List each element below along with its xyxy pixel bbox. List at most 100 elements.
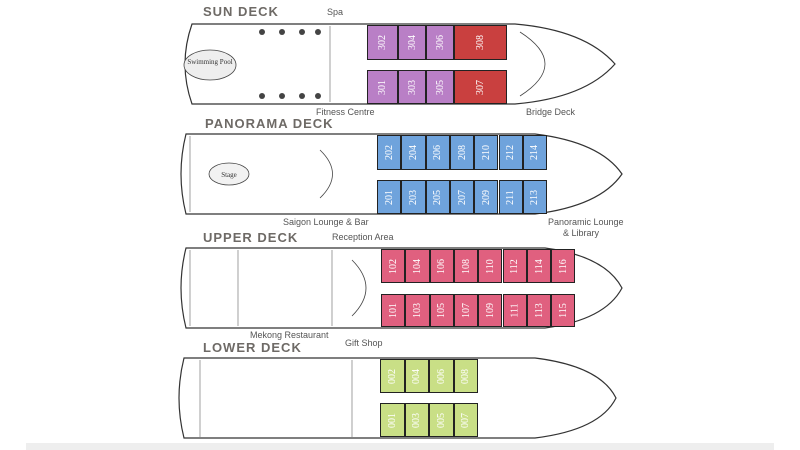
cabin-number: 003 xyxy=(411,412,423,428)
cabin-number: 306 xyxy=(434,35,446,50)
cabin-104[interactable]: 104 xyxy=(405,249,430,283)
cabin-109[interactable]: 109 xyxy=(478,294,503,327)
cabin-205[interactable]: 205 xyxy=(425,180,450,214)
cabin-number: 214 xyxy=(529,145,541,160)
cabin-110[interactable]: 110 xyxy=(478,249,503,283)
cabin-202[interactable]: 202 xyxy=(377,135,402,170)
cabin-206[interactable]: 206 xyxy=(425,135,450,170)
cabin-208[interactable]: 208 xyxy=(449,135,475,170)
cabin-211[interactable]: 211 xyxy=(498,180,523,214)
cabin-number: 101 xyxy=(387,303,399,318)
cabin-214[interactable]: 214 xyxy=(522,135,548,170)
cabin-number: 110 xyxy=(484,258,496,274)
cabin-number: 209 xyxy=(480,189,492,205)
cabin-number: 106 xyxy=(436,258,448,274)
cabin-107[interactable]: 107 xyxy=(453,294,479,327)
cabin-212[interactable]: 212 xyxy=(498,135,523,170)
cabin-number: 004 xyxy=(411,368,423,384)
cabin-204[interactable]: 204 xyxy=(401,135,426,170)
cabin-number: 114 xyxy=(533,258,545,274)
cabin-102[interactable]: 102 xyxy=(381,249,406,283)
cabin-115[interactable]: 115 xyxy=(551,294,576,327)
cabin-006[interactable]: 006 xyxy=(429,359,454,393)
label-gift-shop: Gift Shop xyxy=(345,338,383,348)
cabin-114[interactable]: 114 xyxy=(526,249,552,283)
cabin-001[interactable]: 001 xyxy=(380,403,405,437)
cabin-number: 206 xyxy=(432,145,444,160)
cabin-305[interactable]: 305 xyxy=(426,70,454,104)
cabin-101[interactable]: 101 xyxy=(381,294,406,327)
cabin-209[interactable]: 209 xyxy=(474,180,499,214)
label-fitness-centre: Fitness Centre xyxy=(316,107,375,117)
cabin-111[interactable]: 111 xyxy=(502,294,527,327)
cabin-213[interactable]: 213 xyxy=(522,180,548,214)
cabin-008[interactable]: 008 xyxy=(453,359,478,393)
cabin-307[interactable]: 307 xyxy=(454,70,507,104)
cabin-301[interactable]: 301 xyxy=(367,70,398,104)
label-panoramic-lounge: Panoramic Lounge xyxy=(548,217,624,227)
cabin-number: 116 xyxy=(557,258,569,274)
cabin-201[interactable]: 201 xyxy=(377,180,402,214)
cabin-number: 301 xyxy=(377,79,388,95)
cabin-number: 001 xyxy=(386,412,398,428)
sun-deck-title: SUN DECK xyxy=(203,4,279,19)
cabin-number: 109 xyxy=(484,303,496,318)
cabin-203[interactable]: 203 xyxy=(401,180,426,214)
stage-label: Stage xyxy=(221,171,237,179)
cabin-306[interactable]: 306 xyxy=(426,25,454,60)
cabin-number: 113 xyxy=(533,303,545,318)
cabin-number: 208 xyxy=(456,145,468,160)
cabin-number: 104 xyxy=(411,258,423,274)
cabin-105[interactable]: 105 xyxy=(429,294,454,327)
cabin-number: 203 xyxy=(407,189,419,205)
cabin-002[interactable]: 002 xyxy=(380,359,405,393)
cabin-number: 107 xyxy=(460,303,472,318)
cabin-number: 002 xyxy=(386,368,398,384)
cabin-number: 211 xyxy=(505,189,517,205)
cabin-302[interactable]: 302 xyxy=(367,25,398,60)
label-library: & Library xyxy=(563,228,600,238)
cabin-106[interactable]: 106 xyxy=(429,249,454,283)
cabin-number: 307 xyxy=(475,79,486,95)
cabin-108[interactable]: 108 xyxy=(453,249,479,283)
cabin-113[interactable]: 113 xyxy=(526,294,552,327)
cabin-number: 102 xyxy=(387,258,399,274)
cabin-103[interactable]: 103 xyxy=(405,294,430,327)
cabin-number: 302 xyxy=(377,35,388,50)
cabin-116[interactable]: 116 xyxy=(551,249,576,283)
cabin-004[interactable]: 004 xyxy=(404,359,429,393)
cabin-210[interactable]: 210 xyxy=(474,135,499,170)
cabin-304[interactable]: 304 xyxy=(398,25,426,60)
cabin-number: 205 xyxy=(432,189,444,205)
label-spa: Spa xyxy=(327,7,344,17)
cabin-number: 304 xyxy=(406,35,418,50)
cabin-112[interactable]: 112 xyxy=(502,249,527,283)
cabin-number: 202 xyxy=(383,145,395,160)
upper-deck-title: UPPER DECK xyxy=(203,230,299,245)
label-mekong-restaurant: Mekong Restaurant xyxy=(250,330,329,340)
cabin-007[interactable]: 007 xyxy=(453,403,478,437)
swimming-pool xyxy=(183,49,237,81)
cabin-number: 212 xyxy=(505,145,517,160)
cabin-303[interactable]: 303 xyxy=(398,70,426,104)
cabin-number: 112 xyxy=(509,258,521,274)
cabin-number: 008 xyxy=(460,368,472,384)
label-reception-area: Reception Area xyxy=(332,232,394,242)
label-saigon-lounge: Saigon Lounge & Bar xyxy=(283,217,369,227)
cabin-number: 005 xyxy=(435,412,447,428)
footer-bar xyxy=(26,443,774,450)
cabin-number: 213 xyxy=(529,189,541,205)
cabin-number: 115 xyxy=(557,303,569,318)
pool-label-1: Swimming Pool xyxy=(187,58,232,66)
cabin-number: 111 xyxy=(509,303,521,318)
cabin-number: 210 xyxy=(480,145,492,160)
panorama-deck-title: PANORAMA DECK xyxy=(205,116,334,131)
cabin-005[interactable]: 005 xyxy=(429,403,454,437)
cabin-003[interactable]: 003 xyxy=(404,403,429,437)
cabin-207[interactable]: 207 xyxy=(449,180,475,214)
cabin-number: 006 xyxy=(435,368,447,384)
label-bridge-deck: Bridge Deck xyxy=(526,107,576,117)
cabin-308[interactable]: 308 xyxy=(454,25,507,60)
cabin-number: 308 xyxy=(475,35,486,50)
cabin-number: 007 xyxy=(460,412,472,428)
